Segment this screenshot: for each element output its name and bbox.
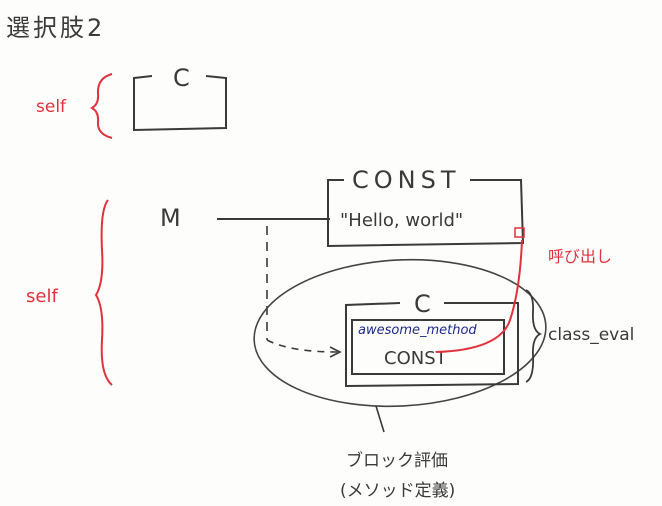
const-box-title: CONST	[352, 166, 461, 194]
self-brace-bottom	[94, 199, 113, 386]
dashed-arrow-head	[329, 346, 342, 358]
inner-class-c-label: C	[414, 290, 431, 318]
diagram-title: 選択肢2	[6, 14, 105, 42]
const-value: "Hello, world"	[340, 210, 463, 231]
caption-pointer	[375, 405, 385, 433]
call-target-marker	[514, 227, 525, 238]
self-brace-top	[89, 73, 113, 139]
block-eval-ellipse	[253, 258, 547, 408]
class-eval-label: class_eval	[548, 325, 634, 345]
block-eval-caption-line2: (メソッド定義)	[340, 481, 455, 501]
class-c-box-top: C	[133, 64, 227, 132]
block-eval-caption-line1: ブロック評価	[346, 450, 448, 471]
inner-method-box	[351, 319, 505, 375]
dashed-arrow-link	[266, 339, 339, 353]
inner-class-c-box: C awesome_method CONST	[345, 290, 519, 388]
class-eval-brace	[525, 289, 543, 383]
const-box: CONST "Hello, world"	[327, 166, 525, 248]
awesome-method-label: awesome_method	[358, 323, 477, 338]
call-label: 呼び出し	[548, 247, 612, 266]
self-label-top: self	[36, 97, 67, 117]
class-c-label-top: C	[173, 64, 190, 92]
self-label-bottom: self	[26, 286, 58, 307]
module-m-label: M	[160, 204, 181, 232]
call-curve	[435, 239, 523, 353]
inner-const-label: CONST	[384, 348, 448, 369]
